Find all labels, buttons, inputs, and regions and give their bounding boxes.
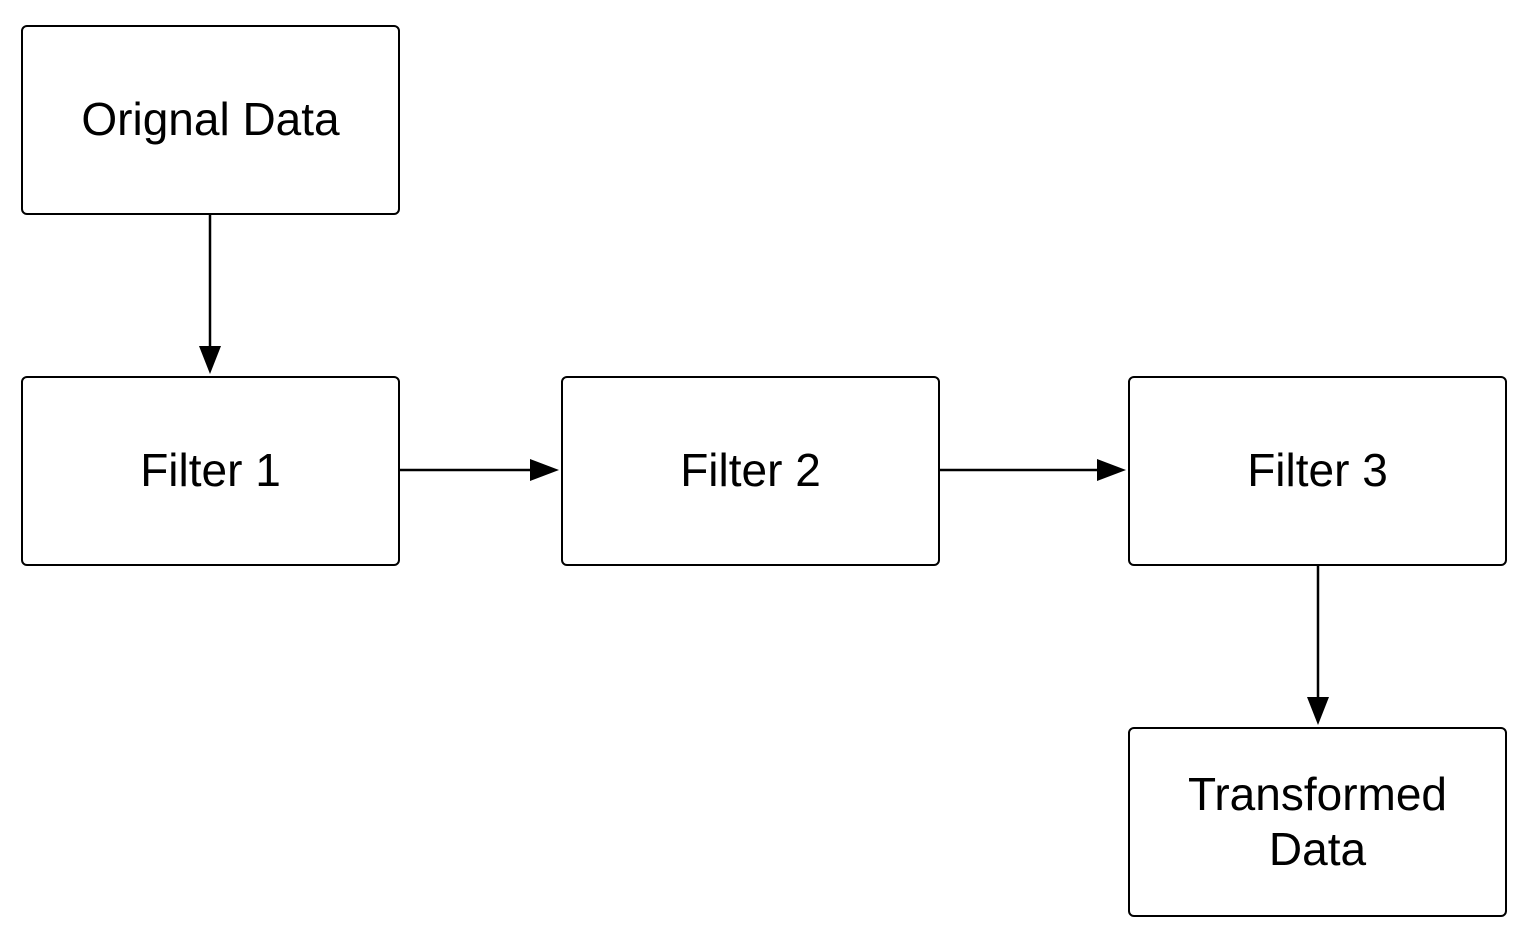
node-transformed-data: Transformed Data — [1128, 727, 1507, 917]
node-filter-3: Filter 3 — [1128, 376, 1507, 566]
node-filter-2: Filter 2 — [561, 376, 940, 566]
node-original-data-label: Orignal Data — [81, 93, 340, 146]
node-original-data: Orignal Data — [21, 25, 400, 215]
arrowhead-filter2-to-filter3 — [1097, 459, 1126, 481]
node-transformed-data-label: Transformed Data — [1187, 767, 1448, 875]
node-filter-3-label: Filter 3 — [1247, 444, 1388, 497]
arrowhead-filter3-to-transformed — [1307, 697, 1329, 725]
node-filter-1: Filter 1 — [21, 376, 400, 566]
node-filter-2-label: Filter 2 — [680, 444, 821, 497]
arrowhead-original-to-filter1 — [199, 346, 221, 374]
node-filter-1-label: Filter 1 — [140, 444, 281, 497]
arrowhead-filter1-to-filter2 — [530, 459, 559, 481]
